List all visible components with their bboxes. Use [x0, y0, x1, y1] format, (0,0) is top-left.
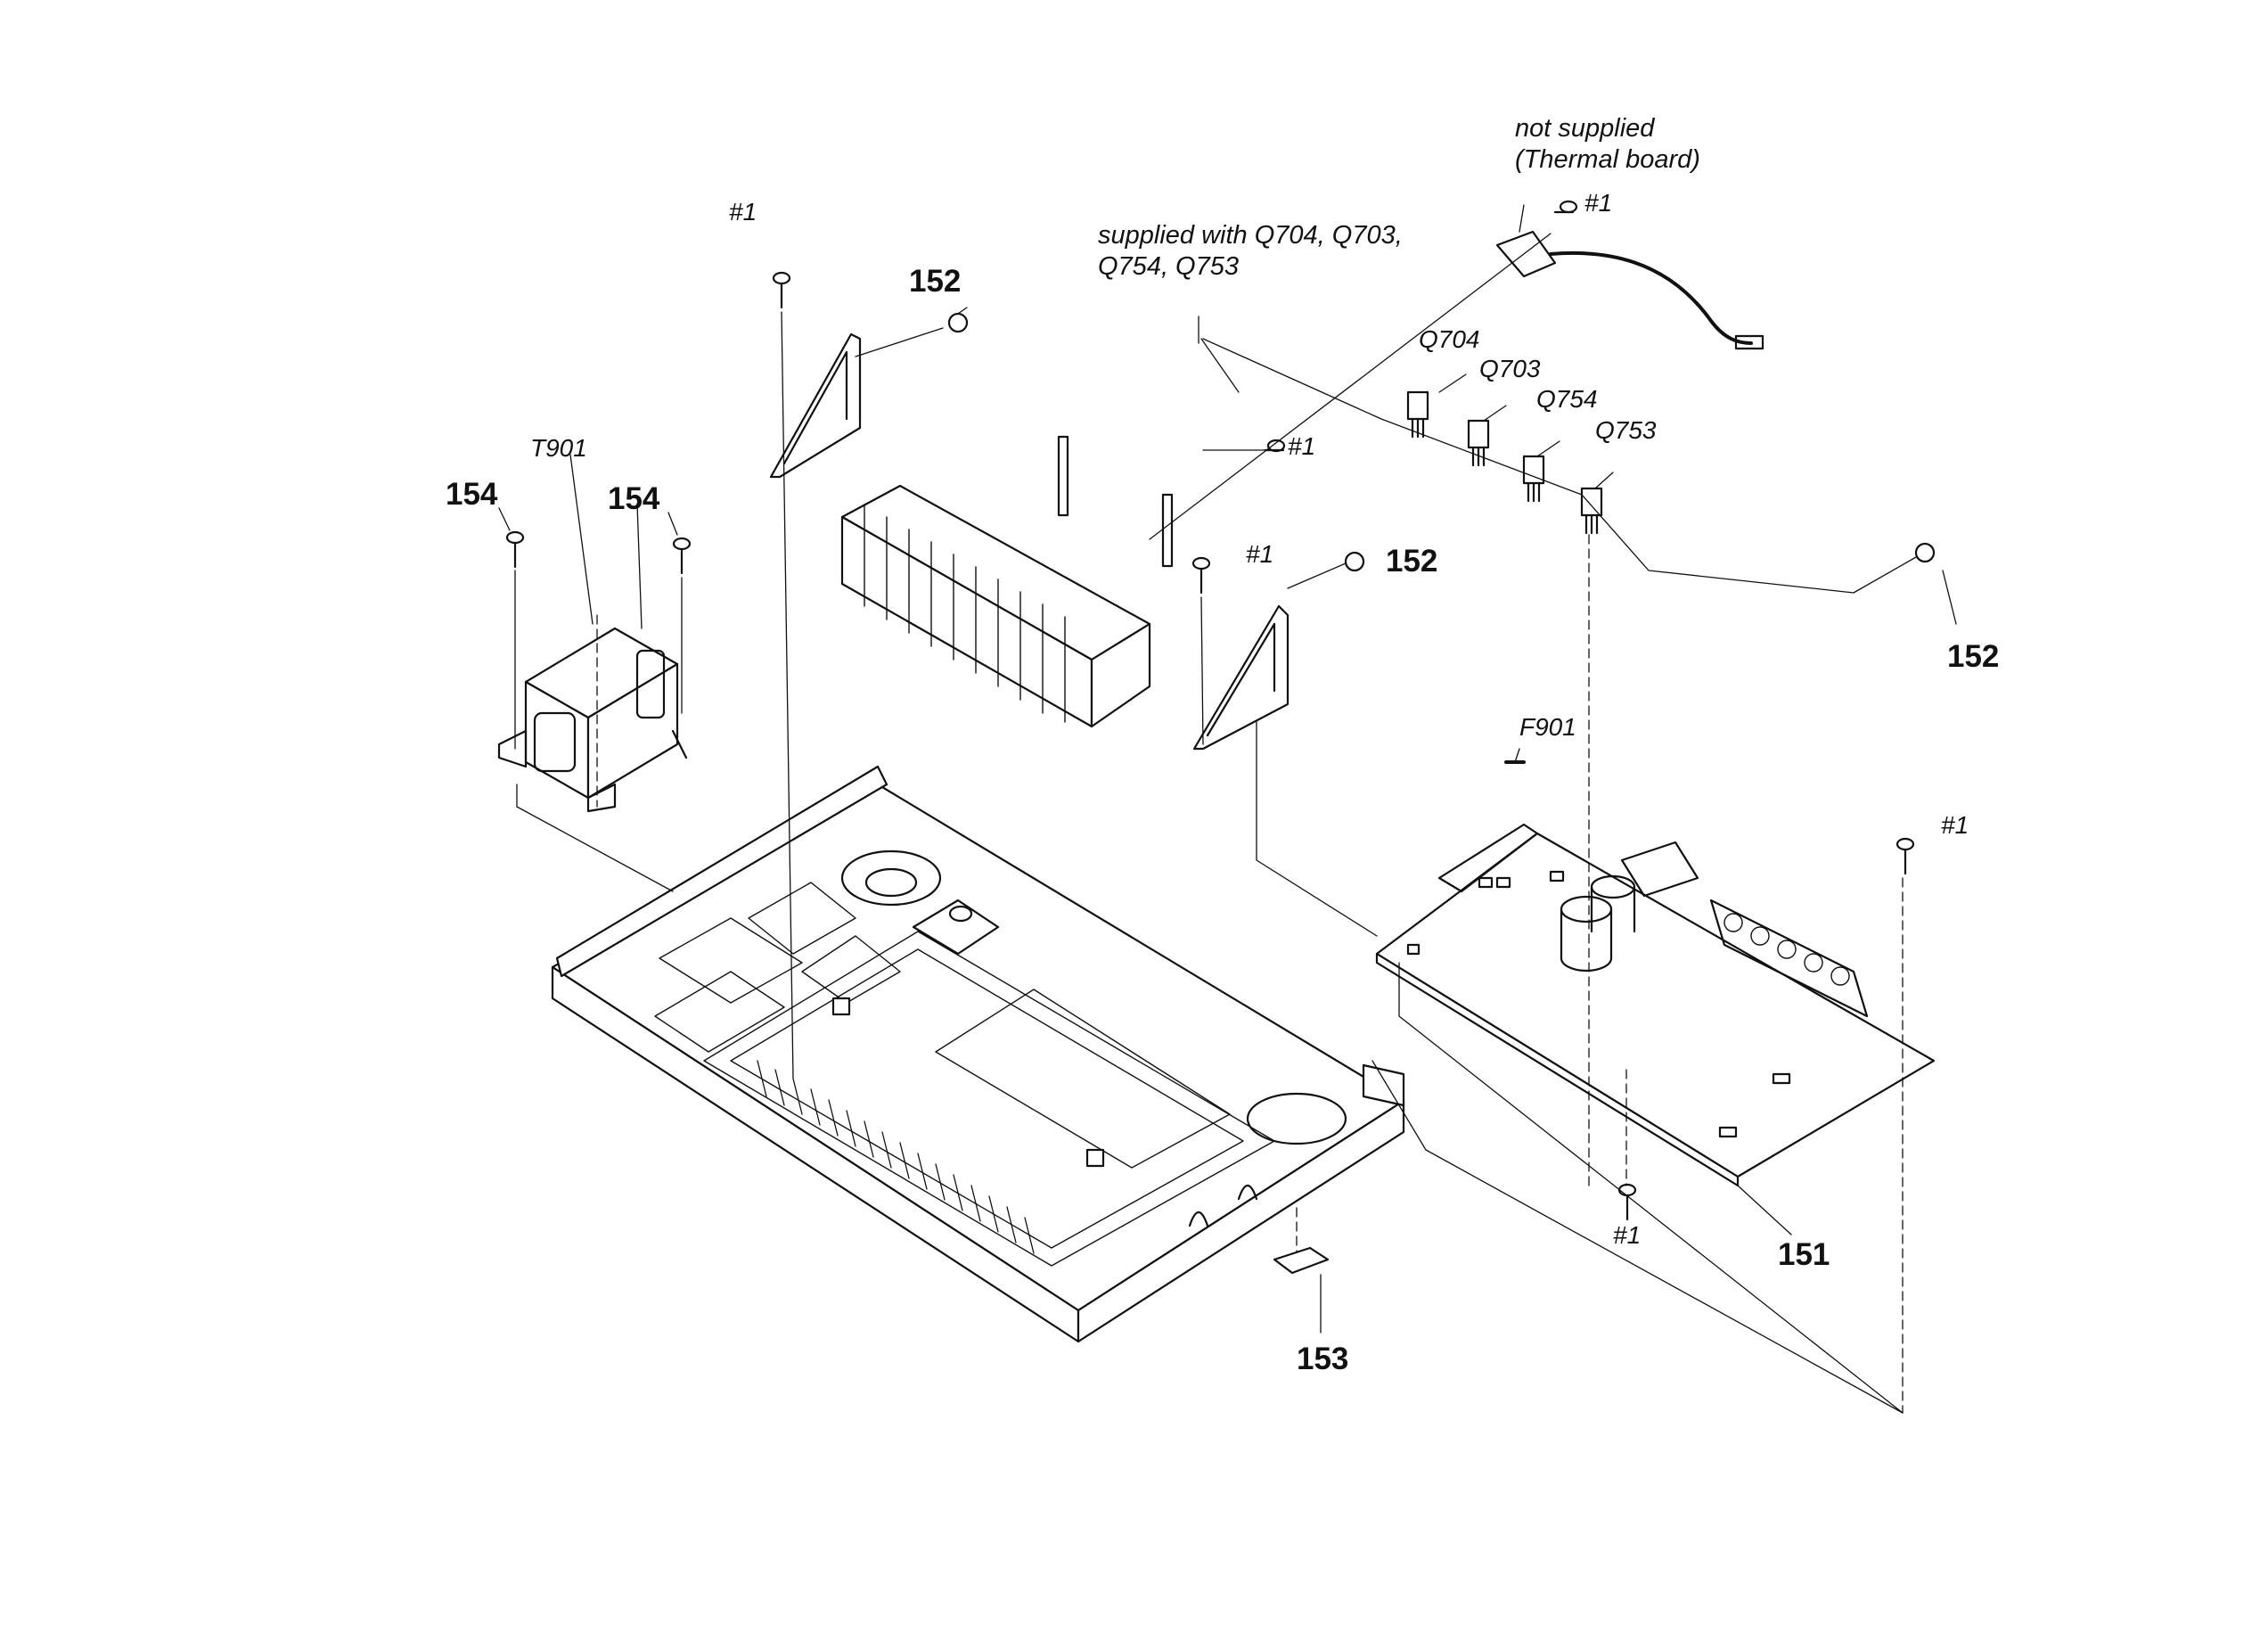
label-screw-1-mid-top: #1	[1288, 432, 1316, 460]
label-screw-1-right: #1	[1941, 811, 1969, 839]
label-part-153: 153	[1297, 1342, 1349, 1376]
label-not-supplied: not supplied	[1515, 114, 1655, 143]
screws	[505, 200, 1936, 1221]
transformer-t901	[497, 627, 688, 813]
label-screw-1-mid-lower: #1	[1246, 540, 1274, 568]
label-q703: Q703	[1479, 355, 1541, 382]
transistors	[1406, 390, 1603, 535]
label-f901: F901	[1519, 713, 1576, 741]
insulator-153	[1273, 1246, 1330, 1275]
label-part-154-left: 154	[446, 477, 498, 512]
label-part-152-right: 152	[1947, 639, 2000, 674]
dashed-guides	[596, 534, 1904, 1414]
label-thermal-board: (Thermal board)	[1515, 145, 1700, 174]
thermal-board	[1495, 230, 1764, 350]
chassis-base	[551, 765, 1405, 1343]
label-t901: T901	[530, 434, 587, 462]
label-supplied-with-line1: supplied with Q704, Q703,	[1098, 221, 1403, 250]
label-q704: Q704	[1419, 325, 1480, 353]
label-q753: Q753	[1595, 416, 1657, 444]
label-q754: Q754	[1536, 385, 1598, 413]
label-part-152-top: 152	[909, 264, 962, 299]
label-screw-1-bottom: #1	[1613, 1221, 1642, 1249]
left-bracket	[769, 332, 862, 479]
label-screw-1-thermal: #1	[1584, 189, 1613, 217]
heatsink	[840, 435, 1174, 728]
label-part-151: 151	[1778, 1237, 1830, 1272]
right-bracket	[1192, 604, 1290, 751]
label-screw-1-left: #1	[729, 198, 757, 226]
main-pcb	[1375, 823, 1936, 1187]
label-part-152-mid: 152	[1386, 544, 1438, 579]
label-supplied-with-line2: Q754, Q753	[1098, 252, 1239, 281]
leader-lines	[498, 204, 1957, 1414]
label-part-154-right: 154	[608, 481, 660, 516]
